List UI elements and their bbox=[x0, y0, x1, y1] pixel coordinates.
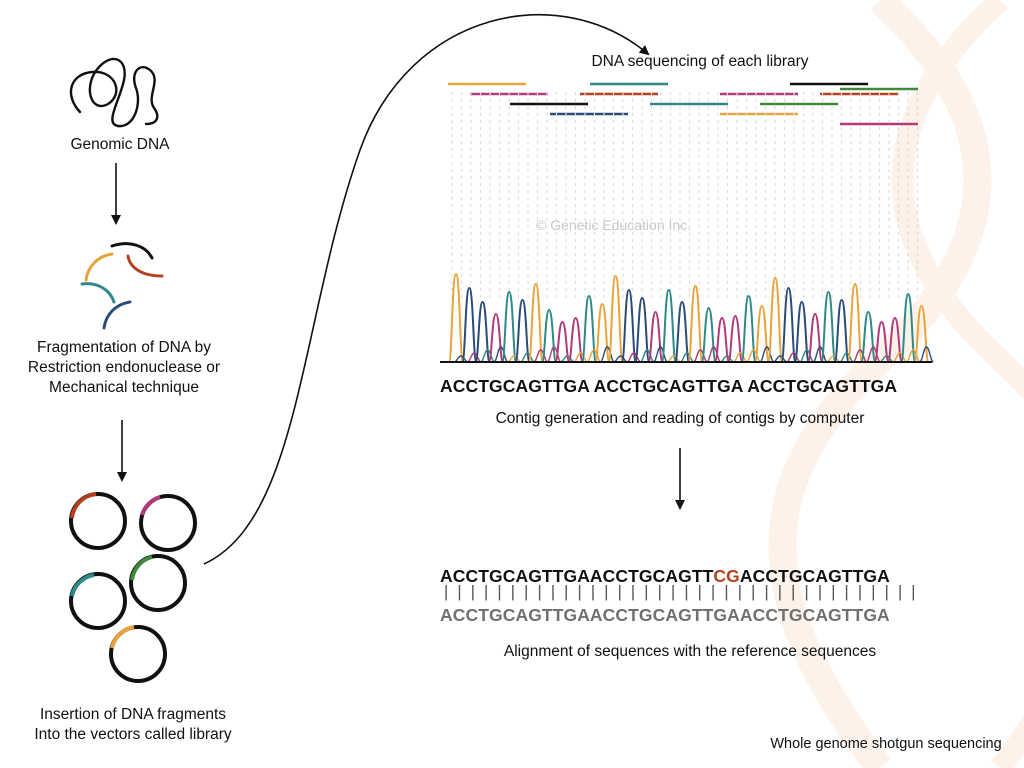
chromatogram-minor-peak bbox=[467, 352, 482, 363]
chromatogram-minor-peak bbox=[639, 349, 655, 363]
mismatch-highlight: CG bbox=[713, 566, 740, 586]
chromatogram-peak bbox=[714, 316, 730, 363]
chromatogram-peak bbox=[620, 288, 637, 363]
vector-plasmid bbox=[69, 492, 127, 550]
chromatogram-peak bbox=[687, 284, 704, 363]
chromatogram-minor-peak bbox=[812, 346, 828, 363]
chromatogram-peak bbox=[793, 300, 810, 363]
chromatogram-minor-peak bbox=[480, 349, 495, 363]
chromatogram-peak bbox=[607, 274, 624, 363]
chromatogram-minor-peak bbox=[507, 355, 522, 363]
chromatogram-peak bbox=[514, 298, 531, 363]
alignment-match-bars: |||||||||||||||||||||||||||||||||||| bbox=[441, 584, 922, 603]
chromatogram-minor-peak bbox=[905, 349, 921, 363]
chromatogram-peak bbox=[913, 304, 930, 363]
reference-sequence: ACCTGCAGTTGAACCTGCAGTTGAACCTGCAGTTGA bbox=[440, 605, 890, 625]
chromatogram-peak bbox=[727, 314, 744, 363]
chromatogram-peak bbox=[873, 320, 890, 363]
chromatogram-minor-peak bbox=[520, 352, 535, 363]
chromatogram-minor-peak bbox=[626, 352, 642, 363]
dna-fragments-icon bbox=[80, 242, 164, 330]
chromatogram-peak bbox=[594, 302, 611, 363]
genomic-dna-label: Genomic DNA bbox=[70, 136, 170, 153]
chromatogram-peak bbox=[900, 292, 917, 363]
chromatogram-peak bbox=[487, 312, 504, 363]
chromatogram-peak bbox=[461, 286, 478, 363]
chromatogram-minor-peak bbox=[453, 355, 469, 363]
chromatogram-minor-peak bbox=[586, 349, 602, 363]
chromatogram-peak bbox=[700, 306, 717, 363]
chromatogram-minor-peak bbox=[573, 352, 588, 363]
chromatogram-minor-peak bbox=[613, 355, 628, 363]
chromatogram-minor-peak bbox=[693, 349, 708, 363]
insertion-label: Insertion of DNA fragments Into the vect… bbox=[34, 706, 232, 743]
chromatogram-peak bbox=[541, 308, 558, 363]
vector-plasmid bbox=[129, 554, 187, 612]
chromatogram-peak bbox=[554, 320, 571, 363]
chromatogram-minor-peak bbox=[865, 346, 881, 363]
chromatogram-minor-peak bbox=[679, 352, 695, 363]
chromatogram-minor-peak bbox=[719, 355, 735, 363]
sequencing-title: DNA sequencing of each library bbox=[591, 53, 809, 70]
chromatogram-minor-peak bbox=[919, 346, 934, 363]
chromatogram-peak bbox=[647, 310, 664, 363]
chromatogram-peak bbox=[807, 312, 824, 363]
chromatogram-peak bbox=[581, 294, 597, 363]
chromatogram-peak bbox=[820, 290, 837, 363]
genomic-dna-icon bbox=[69, 57, 159, 128]
chromatogram-peak bbox=[860, 310, 877, 363]
chromatogram-minor-peak bbox=[746, 349, 761, 363]
chromatogram-minor-peak bbox=[826, 355, 841, 363]
background-helix-decoration bbox=[768, 0, 1024, 768]
alignment-label: Alignment of sequences with the referenc… bbox=[503, 643, 877, 660]
chromatogram-peak bbox=[448, 272, 464, 363]
chromatogram-peak bbox=[740, 294, 757, 363]
chromatogram-minor-peak bbox=[892, 352, 908, 363]
arrow-library-to-sequencing bbox=[203, 14, 650, 565]
chromatogram-peaks bbox=[448, 272, 934, 363]
chromatogram-minor-peak bbox=[759, 346, 775, 363]
chromatogram-peak bbox=[527, 282, 544, 363]
chromatogram-minor-peak bbox=[560, 355, 575, 363]
aligned-read-sequence: ACCTGCAGTTGAACCTGCAGTTCGACCTGCAGTTGA bbox=[440, 566, 890, 586]
chromatogram-minor-peak bbox=[653, 346, 668, 363]
chromatogram-minor-peak bbox=[706, 346, 722, 363]
chromatogram-peak bbox=[634, 296, 651, 363]
vector-plasmid bbox=[139, 494, 197, 552]
footer-title: Whole genome shotgun sequencing bbox=[770, 736, 1002, 752]
vector-library-icon bbox=[69, 492, 197, 683]
chromatogram-peak bbox=[501, 290, 518, 363]
chromatogram-minor-peak bbox=[799, 349, 815, 363]
chromatogram-peak bbox=[780, 286, 797, 363]
chromatogram-minor-peak bbox=[533, 349, 549, 363]
chromatogram-peak bbox=[833, 298, 850, 363]
vector-plasmid bbox=[69, 572, 127, 630]
chromatogram-minor-peak bbox=[786, 352, 801, 363]
contig-label: Contig generation and reading of contigs… bbox=[495, 410, 865, 427]
chromatogram-minor-peak bbox=[599, 346, 615, 363]
watermark: © Genetic Education Inc. bbox=[536, 217, 692, 233]
chromatogram-minor-peak bbox=[773, 355, 788, 363]
chromatogram-minor-peak bbox=[839, 352, 854, 363]
chromatogram-peak bbox=[660, 288, 677, 363]
chromatogram-minor-peak bbox=[546, 346, 562, 363]
chromatogram-peak bbox=[567, 316, 584, 363]
chromatogram-peak bbox=[474, 300, 491, 363]
chromatogram-minor-peak bbox=[733, 352, 748, 363]
contig-sequence: ACCTGCAGTTGA ACCTGCAGTTGA ACCTGCAGTTGA bbox=[440, 376, 898, 396]
chromatogram-minor-peak bbox=[852, 349, 868, 363]
chromatogram-minor-peak bbox=[879, 355, 894, 363]
chromatogram-peak bbox=[674, 300, 691, 363]
chromatogram-minor-peak bbox=[666, 355, 681, 363]
chromatogram-peak bbox=[767, 276, 784, 363]
chromatogram-peak bbox=[753, 304, 770, 363]
fragmentation-label: Fragmentation of DNA by Restriction endo… bbox=[27, 339, 221, 396]
vector-plasmid bbox=[109, 625, 167, 683]
sequence-reads-overlap bbox=[448, 82, 918, 126]
chromatogram-minor-peak bbox=[493, 346, 509, 363]
chromatogram-peak bbox=[847, 282, 863, 363]
